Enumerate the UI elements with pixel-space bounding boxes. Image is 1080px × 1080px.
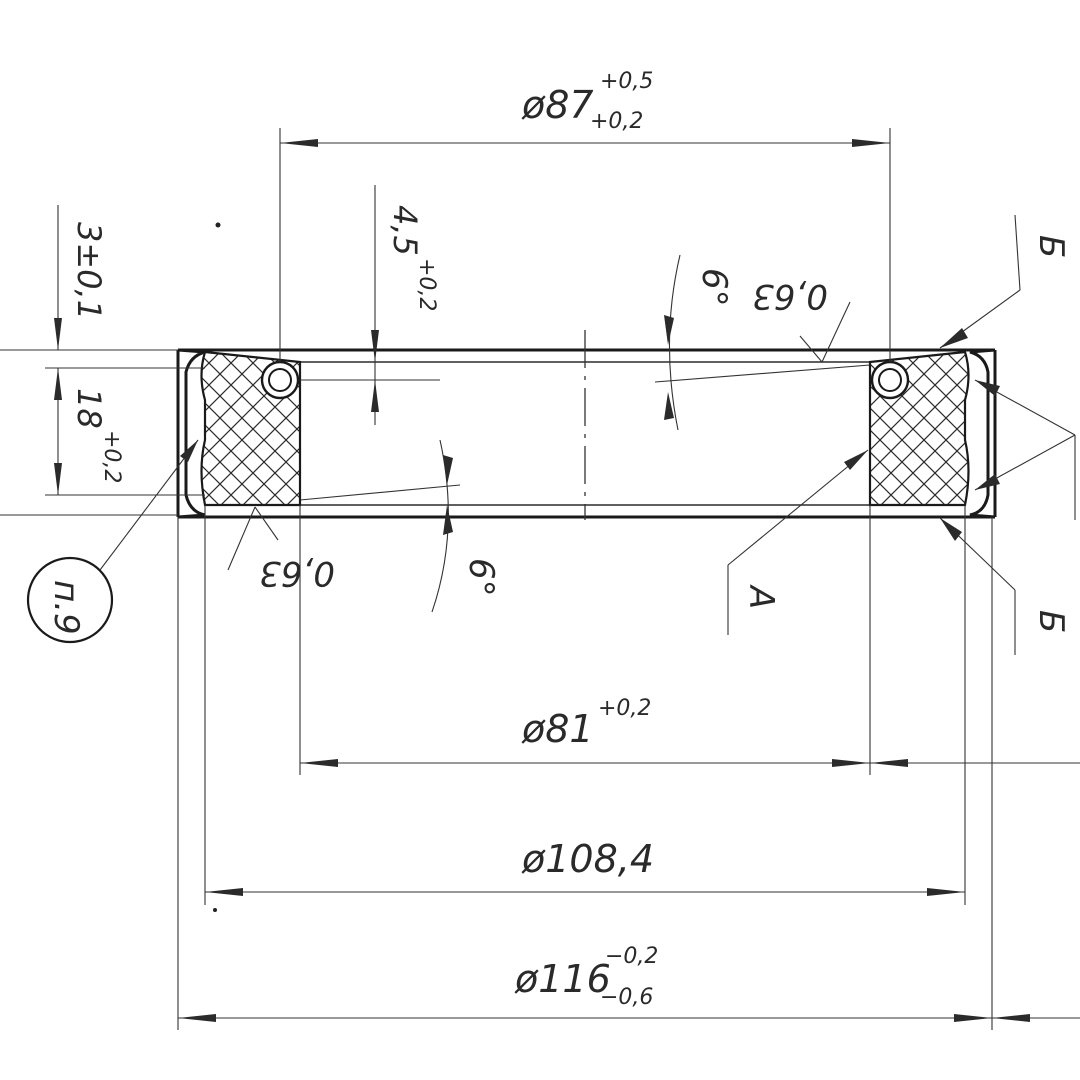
angle-bottom: 6° [431, 439, 501, 613]
dim-h3: 3±0,1 [54, 205, 108, 350]
item-reference: п.9 [26, 439, 199, 644]
roughness-top: 0,63 [752, 276, 851, 363]
d116-value: ø116 [514, 957, 611, 1001]
h45-value: 4,5 [386, 205, 424, 256]
roughness-bottom: 0,63 [227, 506, 335, 593]
label-a: A [741, 584, 781, 609]
dim-h45: 4,5 +0,2 [371, 185, 439, 425]
h18-value: 18 [70, 388, 108, 429]
label-b-top: Б [1031, 235, 1071, 258]
dim-d116: ø116 −0,2 −0,6 [178, 944, 1080, 1022]
left-spring [260, 360, 300, 400]
d81-upper: +0,2 [598, 696, 651, 721]
h45-upper: +0,2 [414, 258, 439, 311]
ring-body [176, 330, 997, 520]
h18-upper: +0,2 [99, 430, 124, 483]
dim-d81: ø81 +0,2 [300, 696, 1080, 767]
extension-lines [0, 128, 993, 1030]
label-b-bottom: Б [1031, 610, 1071, 633]
angle-top: 6° [664, 254, 734, 431]
roughness-bottom-value: 0,63 [259, 553, 335, 593]
leader-groove [974, 379, 1076, 520]
d81-value: ø81 [521, 707, 594, 751]
d87-value: ø87 [521, 83, 594, 127]
d87-lower: +0,2 [590, 109, 643, 134]
dim-h18: 18 +0,2 [54, 368, 124, 495]
d116-upper: −0,2 [605, 944, 658, 969]
leader-b-top: Б [939, 214, 1071, 349]
angle-top-value: 6° [694, 268, 734, 307]
item-ref-label: п.9 [46, 580, 86, 635]
angle-bottom-value: 6° [461, 558, 501, 597]
d108-value: ø108,4 [521, 837, 654, 881]
dim-d87: ø87 +0,5 +0,2 [280, 69, 890, 147]
d87-upper: +0,5 [600, 69, 653, 94]
d116-lower: −0,6 [600, 985, 653, 1010]
roughness-top-value: 0,63 [752, 276, 828, 316]
h3-value: 3±0,1 [70, 222, 108, 320]
leader-b-bottom: Б [939, 517, 1071, 655]
dim-d108: ø108,4 [205, 837, 965, 896]
right-spring [870, 360, 910, 400]
leader-a: A [727, 449, 869, 635]
